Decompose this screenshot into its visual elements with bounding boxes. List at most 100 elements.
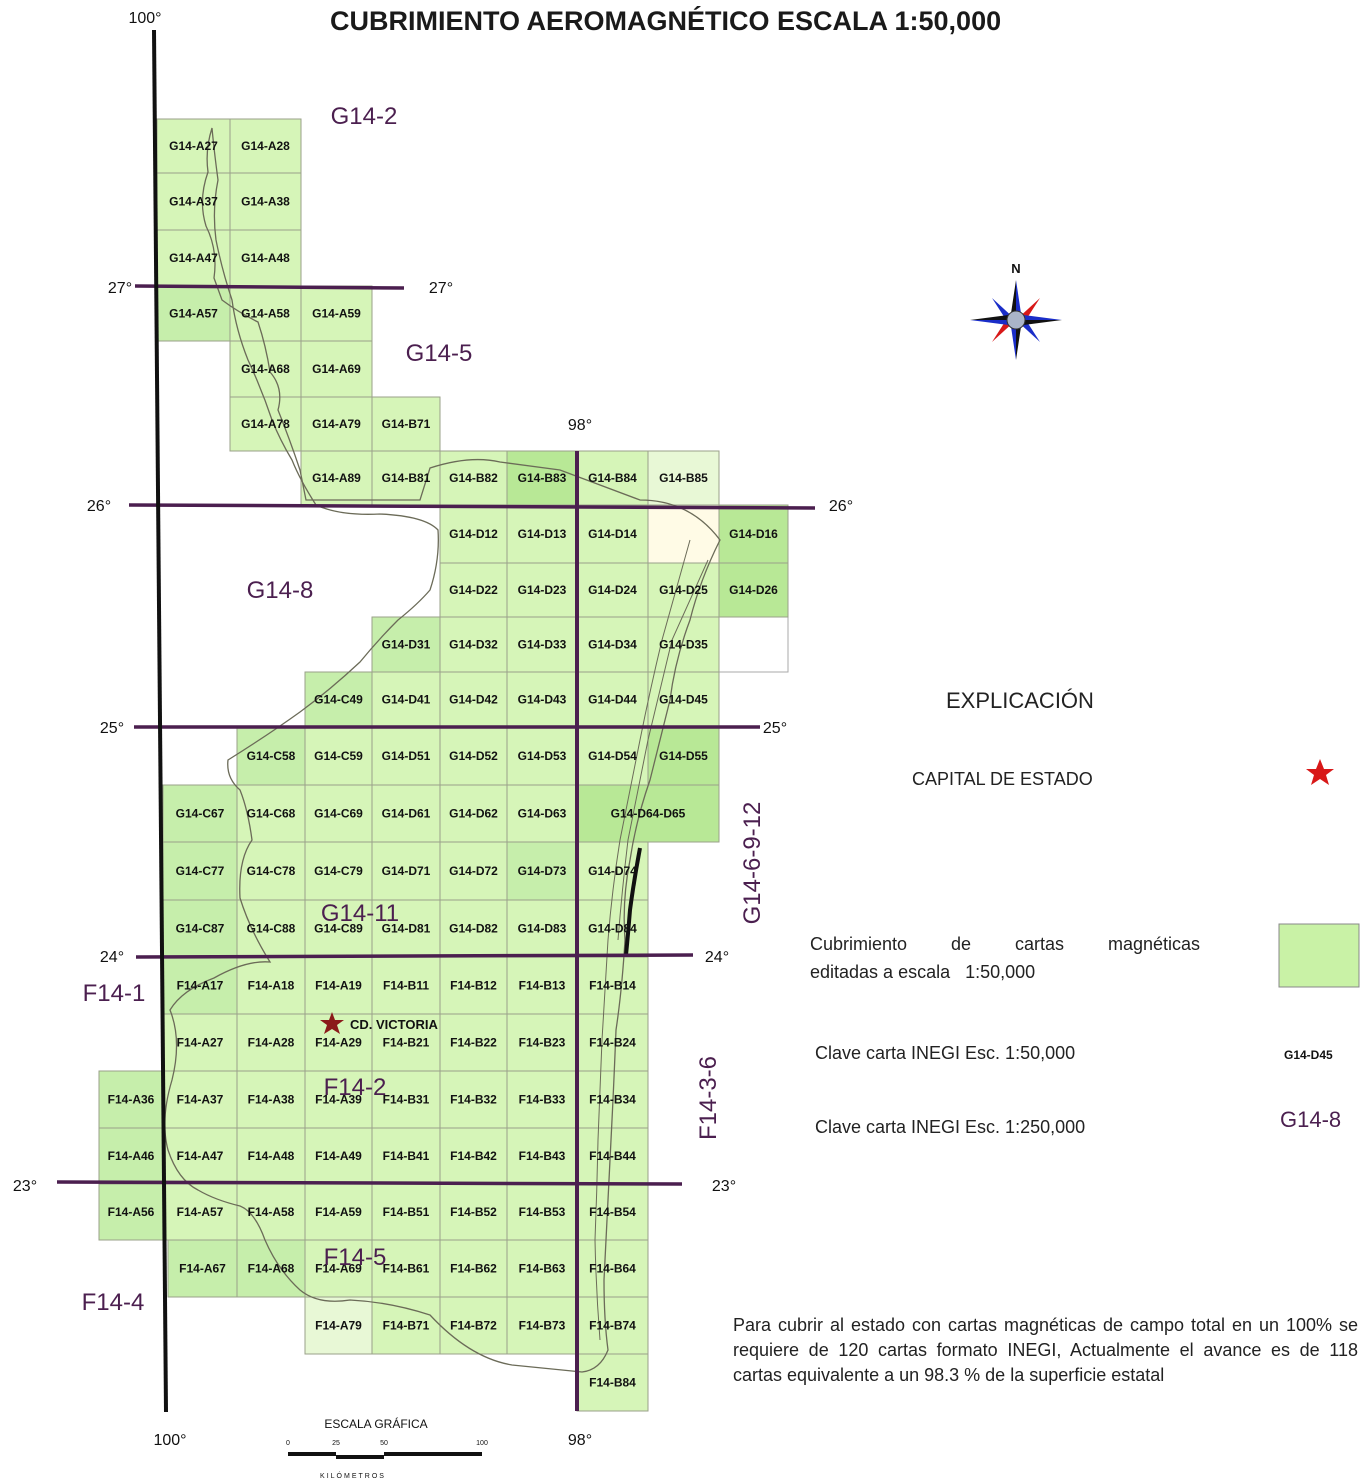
legend-key-250k-text: Clave carta INEGI Esc. 1:250,000 — [815, 1117, 1086, 1137]
sheet-cell-f14-a39 — [304, 1070, 373, 1129]
sheet-cell-f14-b23 — [506, 1013, 578, 1072]
sheet-label-f14-a56: F14-A56 — [108, 1205, 155, 1219]
sheet-label-f14-a68: F14-A68 — [248, 1262, 295, 1276]
sheet-label-g14-b85: G14-B85 — [659, 471, 708, 485]
sheet-label-f14-b41: F14-B41 — [383, 1149, 430, 1163]
sheet-label-g14-d41: G14-D41 — [382, 693, 431, 707]
sheet-label-g14-d71: G14-D71 — [382, 864, 431, 878]
sheet-cell-g14-d81 — [371, 899, 441, 958]
sheet-label-g14-a58: G14-A58 — [241, 307, 290, 321]
uncovered-sheet — [718, 616, 789, 673]
sheet-cell-g14-d82 — [439, 899, 508, 958]
scale-title: ESCALA GRÁFICA — [324, 1416, 427, 1431]
sheet-label-f14-b13: F14-B13 — [519, 979, 566, 993]
sheet-cell-f14-a68 — [236, 1239, 306, 1298]
sheet-cell-g14-d42 — [439, 671, 508, 728]
sheet-cell-f14-a59 — [304, 1183, 373, 1241]
sheet-cell-f14-b22 — [439, 1013, 508, 1072]
sheet-cell-g14-c87 — [162, 899, 238, 958]
sheet-cell-g14-b85 — [647, 450, 720, 506]
sheet-cell-f14-b42 — [439, 1127, 508, 1185]
sheet-cell-f14-b51 — [371, 1183, 441, 1241]
sheet-label-g14-d64-d65: G14-D64-D65 — [611, 807, 686, 821]
sheet-label-f14-b62: F14-B62 — [450, 1262, 497, 1276]
sheet-label-g14-d54: G14-D54 — [588, 749, 637, 763]
lat-label-right-2: 26° — [829, 498, 853, 515]
sheet-label-f14-b24: F14-B24 — [589, 1036, 636, 1050]
sheet-cell-g14-a48 — [229, 229, 302, 287]
sheet-label-f14-a58: F14-A58 — [248, 1205, 295, 1219]
legend-heading: EXPLICACIÓN — [946, 688, 1094, 713]
compass-east-point — [1016, 314, 1062, 320]
sheet-cell-f14-b74 — [576, 1296, 649, 1355]
sheet-label-g14-d43: G14-D43 — [518, 693, 567, 707]
sheet-label-f14-b23: F14-B23 — [519, 1036, 566, 1050]
sheet-cell-g14-d72 — [439, 841, 508, 901]
sheet-label-f14-a36: F14-A36 — [108, 1093, 155, 1107]
sheet-label-g14-d14: G14-D14 — [588, 527, 637, 541]
sheet-cell-g14-d45 — [647, 671, 720, 728]
sheet-label-f14-b32: F14-B32 — [450, 1093, 497, 1107]
sheet-label-f14-a29: F14-A29 — [315, 1036, 362, 1050]
latitude-line-4 — [135, 953, 694, 959]
sheet-label-g14-d62: G14-D62 — [449, 807, 498, 821]
lat-label-left-2: 26° — [87, 498, 111, 515]
compass-east-point-b — [1016, 320, 1062, 326]
sheet-label-g14-b84: G14-B84 — [588, 471, 637, 485]
legend-key-50k-example: G14-D45 — [1284, 1048, 1333, 1062]
sheet-cell-f14-b62 — [439, 1239, 508, 1298]
legend-key-50k-text: Clave carta INEGI Esc. 1:50,000 — [815, 1043, 1076, 1063]
sheet-cell-f14-a28 — [236, 1013, 306, 1072]
sheet-label-g14-c88: G14-C88 — [247, 922, 296, 936]
sheet-cell-f14-b61 — [371, 1239, 441, 1298]
sheet-cell-g14-d55 — [647, 726, 720, 786]
sheet-label-g14-a47: G14-A47 — [169, 251, 218, 265]
sheet-cell-g14-a38 — [229, 172, 302, 231]
sheet-250k-label-f14-5: F14-5 — [324, 1244, 387, 1271]
sheet-label-f14-a49: F14-A49 — [315, 1149, 362, 1163]
legend-coverage-line2: editadas a escala 1:50,000 — [810, 962, 1036, 982]
legend-key-250k-example: G14-8 — [1280, 1107, 1342, 1132]
graticule: 27°26°25°24°23°27°26°25°24°23°100°98°100… — [13, 10, 853, 1449]
sheet-label-f14-a69: F14-A69 — [315, 1262, 362, 1276]
sheet-cell-g14-b83 — [506, 450, 578, 506]
sheet-cell-f14-a57 — [162, 1183, 238, 1241]
sheet-cell-g14-d16 — [718, 504, 789, 564]
capital-star — [320, 1012, 344, 1034]
sheet-label-g14-d82: G14-D82 — [449, 922, 498, 936]
sheet-label-f14-a18: F14-A18 — [248, 979, 295, 993]
sheet-label-g14-b81: G14-B81 — [382, 471, 431, 485]
sheet-label-f14-b53: F14-B53 — [519, 1205, 566, 1219]
sheet-cell-g14-d51 — [371, 726, 441, 786]
sheet-cell-f14-a36 — [98, 1070, 164, 1129]
sheet-cell-f14-a38 — [236, 1070, 306, 1129]
scale-tick-100: 100 — [476, 1440, 488, 1447]
sheet-label-f14-a46: F14-A46 — [108, 1149, 155, 1163]
sheet-label-f14-b54: F14-B54 — [589, 1205, 636, 1219]
sheet-cell-f14-b14 — [576, 956, 649, 1015]
sheet-label-g14-d61: G14-D61 — [382, 807, 431, 821]
state-outline — [164, 127, 721, 1373]
sheet-label-f14-a28: F14-A28 — [248, 1036, 295, 1050]
sheet-label-f14-a47: F14-A47 — [177, 1149, 224, 1163]
sheet-cell-g14-d26 — [718, 562, 789, 618]
sheet-cell-g14-d22 — [439, 562, 508, 618]
sheet-label-g14-c59: G14-C59 — [314, 749, 363, 763]
legend-symbols — [1278, 759, 1360, 988]
sheet-label-g14-a68: G14-A68 — [241, 362, 290, 376]
sheet-cell-f14-b24 — [576, 1013, 649, 1072]
lat-label-right-5: 23° — [712, 1178, 736, 1195]
sheet-cell-g14-c68 — [236, 784, 306, 843]
sheet-label-g14-a89: G14-A89 — [312, 471, 361, 485]
sheet-label-f14-a67: F14-A67 — [179, 1262, 226, 1276]
sheet-label-f14-b71: F14-B71 — [383, 1319, 430, 1333]
sheet-label-g14-d24: G14-D24 — [588, 583, 637, 597]
sheet-cell-g14-d54 — [576, 726, 649, 786]
sheet-label-f14-a79: F14-A79 — [315, 1319, 362, 1333]
sheet-label-g14-c87: G14-C87 — [176, 922, 225, 936]
sheet-label-f14-b21: F14-B21 — [383, 1036, 430, 1050]
sheet-label-g14-a59: G14-A59 — [312, 307, 361, 321]
sheet-cell-g14-b71 — [371, 396, 441, 452]
sheet-cell-f14-a49 — [304, 1127, 373, 1185]
